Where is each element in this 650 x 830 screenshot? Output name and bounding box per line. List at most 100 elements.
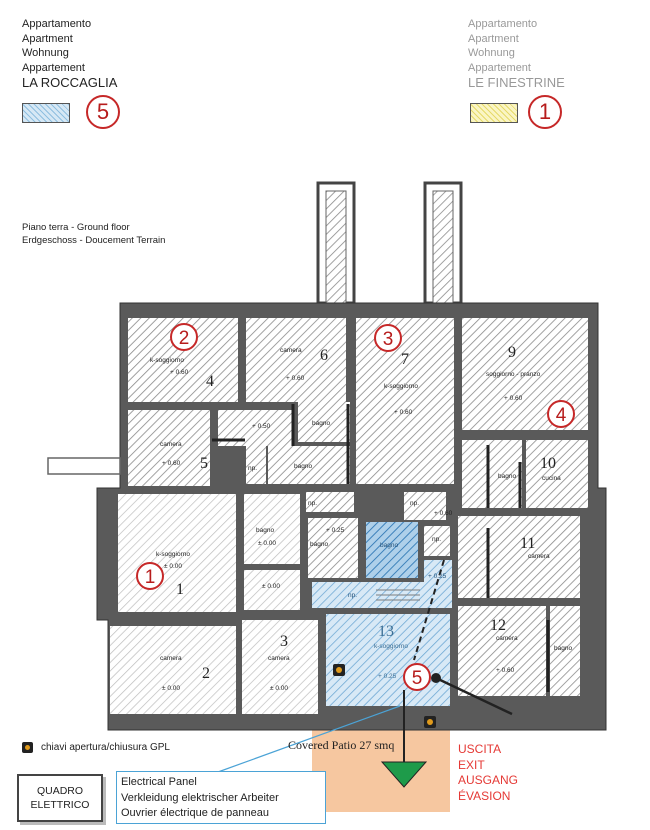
floor-line: Erdgeschoss - Doucement Terrain bbox=[22, 235, 166, 246]
panel-leader bbox=[435, 676, 513, 716]
marker-label: 5 bbox=[412, 668, 423, 689]
room-6 bbox=[246, 318, 346, 402]
room-name: camera bbox=[160, 441, 182, 448]
legend-le-finestrine: Appartamento Apartment Wohnung Apparteme… bbox=[468, 17, 565, 91]
room-3 bbox=[242, 620, 318, 714]
bagno-right bbox=[462, 440, 522, 508]
bagno-center bbox=[244, 494, 300, 564]
small-label: np. bbox=[248, 465, 257, 472]
room-2 bbox=[110, 626, 236, 714]
room-5 bbox=[128, 410, 210, 486]
quadro-elettrico-box: QUADRO ELETTRICO bbox=[17, 774, 103, 822]
unit-count-badge: 1 bbox=[528, 95, 562, 129]
exit-line-text: EXIT bbox=[458, 757, 485, 772]
patio-label: Covered Patio 27 smq bbox=[288, 738, 394, 753]
route-dashed bbox=[413, 559, 445, 661]
room-number: 5 bbox=[200, 455, 208, 472]
small-label: bagno bbox=[380, 542, 398, 549]
room-number: 2 bbox=[202, 665, 210, 682]
room-1 bbox=[118, 494, 236, 612]
legend-line: Wohnung bbox=[468, 47, 515, 59]
panel-line: Electrical Panel bbox=[121, 776, 197, 788]
marker-label: 2 bbox=[179, 328, 190, 349]
exit-arrow-icon bbox=[380, 761, 428, 788]
room-name: camera bbox=[496, 635, 518, 642]
room-name: camera bbox=[268, 655, 290, 662]
bagno-upper bbox=[298, 402, 350, 442]
quadro-line: ELETTRICO bbox=[30, 799, 90, 811]
panel-line: Ouvrier électrique de panneau bbox=[121, 807, 269, 819]
stair-right bbox=[423, 181, 463, 305]
small-label: + 0.25 bbox=[326, 527, 345, 534]
apartment-name: LA ROCCAGLIA bbox=[22, 75, 118, 90]
np-small bbox=[246, 446, 266, 484]
unit-count-badge: 5 bbox=[86, 95, 120, 129]
room-name: camera bbox=[280, 347, 302, 354]
patio-covered: Covered bbox=[288, 738, 329, 752]
stair-left bbox=[316, 181, 356, 305]
small-label: bagno bbox=[294, 463, 312, 470]
patio-name: Patio 27 smq bbox=[331, 738, 395, 752]
marker-label: 4 bbox=[556, 405, 567, 426]
room-level: ± 0.00 bbox=[162, 685, 180, 692]
electrical-panel-translations: Electrical Panel Verkleidung elektrische… bbox=[116, 771, 326, 824]
room-number: 9 bbox=[508, 344, 516, 361]
room-level: ± 0.00 bbox=[258, 540, 276, 547]
legend-line: Apartment bbox=[468, 32, 519, 45]
room-level: ± 0.00 bbox=[262, 583, 280, 590]
small-label: + 0.25 bbox=[428, 573, 447, 580]
covered-patio-area bbox=[312, 716, 450, 812]
room-13 bbox=[326, 614, 450, 706]
room-name: camera bbox=[160, 655, 182, 662]
room-level: + 0.60 bbox=[496, 667, 515, 674]
exit-line-text: AUSGANG bbox=[458, 773, 519, 787]
legend-line: Appartamento bbox=[22, 18, 92, 30]
legend-line: Appartement bbox=[22, 61, 85, 74]
gpl-key-icon bbox=[22, 742, 33, 753]
small-label: + 0.50 bbox=[252, 423, 271, 430]
gpl-label: chiavi apertura/chiusura GPL bbox=[41, 742, 170, 753]
stair-inner bbox=[404, 492, 446, 520]
room-11 bbox=[458, 516, 580, 598]
small-label: + 0.60 bbox=[434, 510, 453, 517]
room-12 bbox=[458, 606, 546, 696]
room-name: k-soggiorno bbox=[150, 357, 184, 364]
floor-label: Piano terra - Ground floor Erdgeschoss -… bbox=[22, 221, 165, 247]
legend-la-roccaglia: Appartamento Apartment Wohnung Apparteme… bbox=[22, 17, 117, 91]
room-number: 1 bbox=[176, 581, 184, 598]
room-number: 3 bbox=[280, 633, 288, 650]
gpl-legend: chiavi apertura/chiusura GPL bbox=[22, 742, 170, 753]
bagno-025 bbox=[308, 518, 358, 578]
room-name: soggiorno - pranzo bbox=[486, 371, 541, 378]
thick-walls bbox=[212, 404, 550, 692]
small-label: np. bbox=[410, 500, 419, 507]
panel-callout-line bbox=[217, 705, 401, 773]
small-label: bagno bbox=[498, 473, 516, 480]
apartment-name: LE FINESTRINE bbox=[468, 75, 565, 90]
room-number: 10 bbox=[540, 455, 556, 472]
apartment-markers: 2 3 4 1 5 bbox=[136, 323, 575, 691]
room-level: + 0.60 bbox=[162, 460, 181, 467]
legend-swatch-blue bbox=[22, 103, 70, 123]
room-number: 13 bbox=[378, 623, 394, 640]
corridor-000 bbox=[244, 570, 300, 610]
marker-2 bbox=[170, 323, 198, 351]
room-name: cucina bbox=[542, 475, 561, 482]
room-name: k-soggiorno bbox=[156, 551, 190, 558]
room-name: camera bbox=[528, 553, 550, 560]
small-label: np. bbox=[432, 536, 441, 543]
np-b bbox=[424, 526, 450, 556]
room-level: + 0.60 bbox=[170, 369, 189, 376]
small-label: bagno bbox=[310, 541, 328, 548]
room-10 bbox=[526, 440, 588, 508]
room-level: ± 0.00 bbox=[164, 563, 182, 570]
room-number: 12 bbox=[490, 617, 506, 634]
small-label: bagno bbox=[312, 420, 330, 427]
legend-line: Appartamento bbox=[468, 18, 538, 30]
floor-line: Piano terra - Ground floor bbox=[22, 222, 130, 233]
small-label: np. bbox=[308, 500, 317, 507]
gpl-key-icons bbox=[333, 664, 436, 728]
room-name: bagno bbox=[256, 527, 274, 534]
marker-label: 3 bbox=[383, 329, 394, 350]
